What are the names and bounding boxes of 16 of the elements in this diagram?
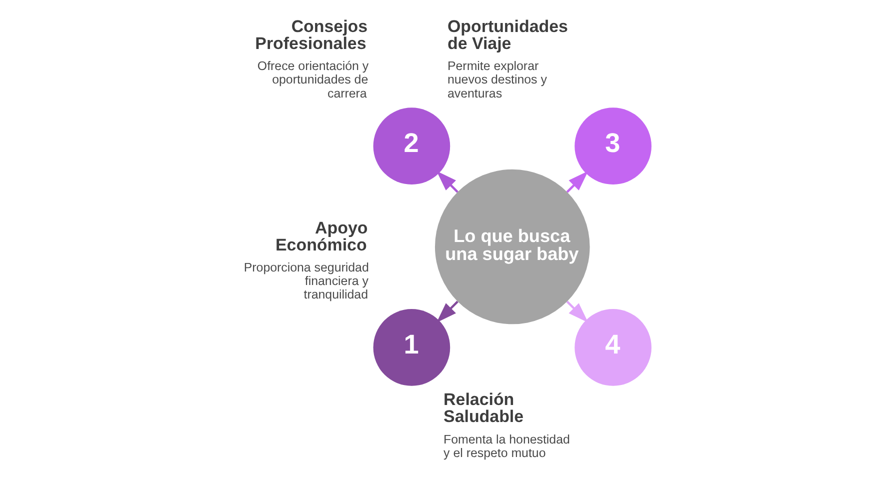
arrow — [436, 170, 458, 193]
node-label: Permite explorar nuevos destinos y aventuras — [448, 59, 547, 100]
node-label: Relación Saludable — [444, 390, 524, 426]
node-circle: 4 — [574, 309, 652, 386]
arrow — [566, 170, 588, 193]
node-label: Fomenta la honestidad y el respeto mutuo — [444, 432, 570, 460]
node-label: Proporciona seguridad financiera y tranquilidad — [244, 260, 369, 302]
node-circle: 2 — [373, 108, 450, 185]
node-label: Oportunidades de Viaje — [448, 16, 568, 53]
node-circle: 3 — [574, 108, 652, 185]
node-label: Apoyo Económico — [276, 218, 368, 254]
arrow — [436, 300, 458, 323]
node-label: Ofrece orientación y oportunidades de carrera — [257, 59, 369, 100]
node-label: Consejos Profesionales — [255, 16, 368, 53]
arrow — [566, 300, 588, 323]
node-circle: 1 — [373, 309, 450, 386]
